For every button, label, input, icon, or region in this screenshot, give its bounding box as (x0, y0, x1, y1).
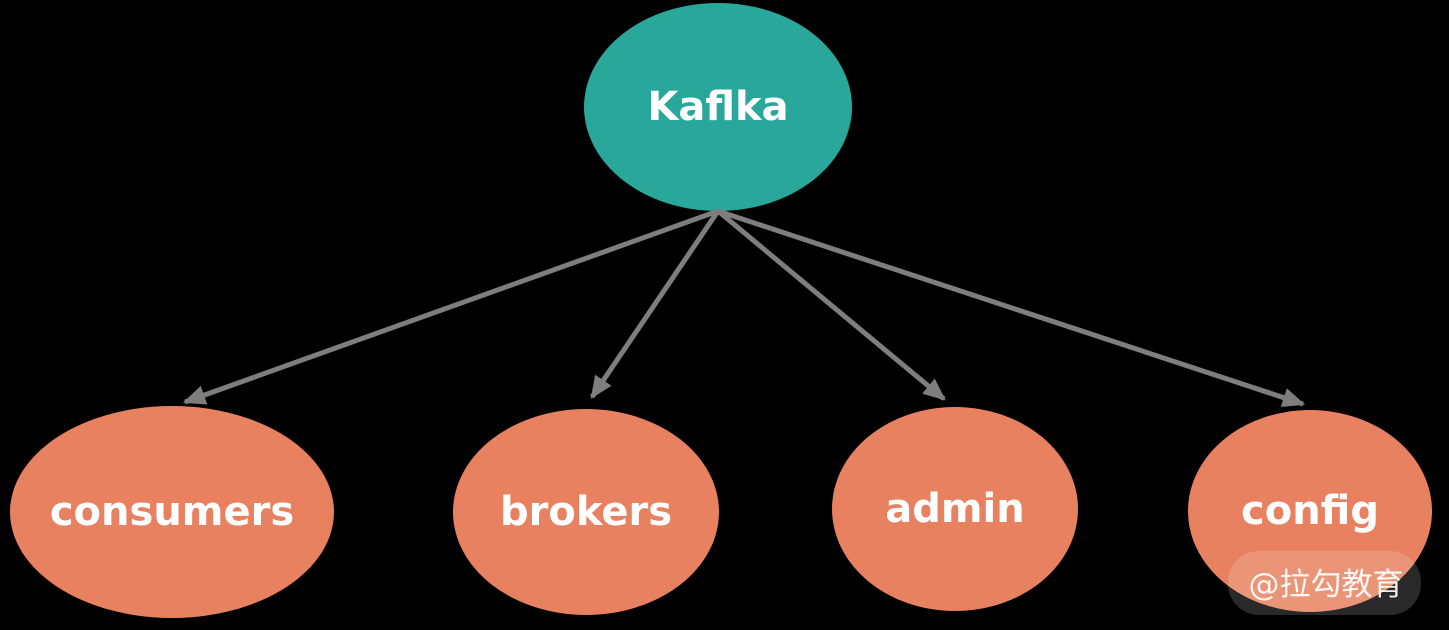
node-admin: admin (832, 407, 1078, 611)
node-kafka-ellipse (584, 3, 852, 211)
node-consumers-ellipse (10, 406, 334, 618)
node-kafka-label: Kaflka (647, 84, 788, 130)
edge-kafka-brokers (589, 209, 721, 399)
node-config-ellipse (1188, 410, 1432, 612)
node-brokers-ellipse (453, 409, 719, 615)
edges (182, 208, 1306, 408)
node-brokers-label: brokers (500, 489, 672, 535)
watermark-text: @拉勾教育 (1249, 567, 1404, 603)
watermark: @拉勾教育 (1228, 551, 1421, 615)
node-brokers: brokers (453, 409, 719, 615)
edge-kafka-config (717, 208, 1306, 408)
edge-kafka-consumers (182, 208, 719, 405)
node-config: config (1188, 410, 1432, 612)
node-admin-label: admin (885, 486, 1025, 532)
node-consumers-label: consumers (50, 489, 294, 535)
node-config-label: config (1241, 488, 1379, 534)
edge-kafka-admin (716, 209, 946, 401)
node-admin-ellipse (832, 407, 1078, 611)
node-kafka: Kaflka (584, 3, 852, 211)
node-consumers: consumers (10, 406, 334, 618)
watermark-pill (1228, 551, 1421, 615)
